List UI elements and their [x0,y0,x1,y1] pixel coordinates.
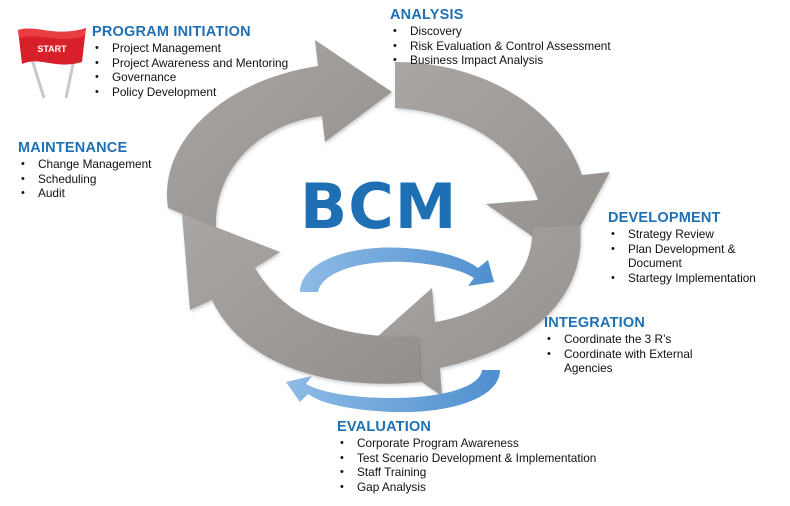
phase-program-initiation: PROGRAM INITIATION Project Management Pr… [92,24,288,99]
list-item: Test Scenario Development & Implementati… [337,451,596,466]
start-flag-icon: START [18,28,86,99]
phase-items: Corporate Program Awareness Test Scenari… [337,436,596,494]
phase-items: Coordinate the 3 R’s Coordinate with Ext… [544,332,693,376]
phase-items: Strategy Review Plan Development & Docum… [608,227,756,285]
list-item-continuation: Document [628,256,682,271]
list-item: Discovery [390,24,611,39]
phase-title: INTEGRATION [544,315,646,331]
list-item: Corporate Program Awareness [337,436,596,451]
start-flag-label: START [37,44,67,54]
list-item: Startegy Implementation [608,271,756,286]
inner-arrow-upper [300,247,494,292]
list-item: Change Management [18,157,151,172]
list-item: Coordinate the 3 R’s [544,332,693,347]
list-item: Plan Development & [608,242,756,257]
cycle-arrow-bottom-left [182,214,420,384]
list-item: Coordinate with External [544,347,693,362]
cycle-arrow-top-left [167,40,392,228]
phase-items: Discovery Risk Evaluation & Control Asse… [390,24,611,68]
cycle-arrow-top-right [395,62,610,258]
cycle-arrow-bottom-right [368,225,581,396]
phase-items: Change Management Scheduling Audit [18,157,151,201]
list-item: Project Management [92,41,288,56]
list-item: Project Awareness and Mentoring [92,56,288,71]
list-item: Audit [18,186,151,201]
list-item: Risk Evaluation & Control Assessment [390,39,611,54]
phase-title: MAINTENANCE [18,140,128,156]
list-item: Governance [92,70,288,85]
phase-title: EVALUATION [337,419,432,435]
list-item: Staff Training [337,465,596,480]
phase-analysis: ANALYSIS Discovery Risk Evaluation & Con… [390,7,611,68]
phase-evaluation: EVALUATION Corporate Program Awareness T… [337,419,596,494]
list-item: Business Impact Analysis [390,53,611,68]
list-item: Policy Development [92,85,288,100]
center-title: BCM [300,170,458,243]
list-item-continuation: Agencies [564,361,613,376]
phase-title: DEVELOPMENT [608,210,721,226]
inner-arrow-lower [286,370,500,413]
phase-integration: INTEGRATION Coordinate the 3 R’s Coordin… [544,315,693,376]
phase-maintenance: MAINTENANCE Change Management Scheduling… [18,140,151,201]
list-item: Strategy Review [608,227,756,242]
phase-items: Project Management Project Awareness and… [92,41,288,99]
phase-title: PROGRAM INITIATION [92,24,251,40]
phase-development: DEVELOPMENT Strategy Review Plan Develop… [608,210,756,285]
list-item: Gap Analysis [337,480,596,495]
list-item: Scheduling [18,172,151,187]
phase-title: ANALYSIS [390,7,464,23]
